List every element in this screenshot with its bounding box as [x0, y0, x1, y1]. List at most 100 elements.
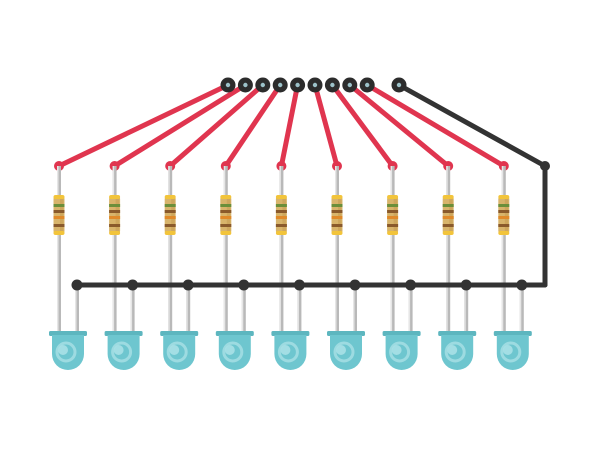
- signal-wire: [56, 82, 231, 169]
- junction-dot-icon: [293, 279, 305, 291]
- resistor-band: [387, 216, 399, 219]
- anode-lead: [279, 166, 284, 335]
- resistor-band: [331, 210, 343, 213]
- anode-lead: [501, 166, 506, 335]
- resistor-band: [53, 224, 65, 227]
- led-highlight: [113, 345, 124, 355]
- junction-dot-icon: [127, 279, 139, 291]
- led-highlight: [280, 345, 291, 355]
- resistor-band: [53, 216, 65, 219]
- led-reflection: [333, 341, 355, 363]
- resistor-band: [275, 210, 287, 213]
- anode-lead: [446, 166, 451, 335]
- anode-lead-highlight: [168, 166, 170, 335]
- led-icon: [327, 331, 365, 370]
- resistor-band: [498, 210, 510, 213]
- resistor-band: [387, 210, 399, 213]
- anode-lead-highlight: [57, 166, 59, 335]
- resistor-icon: [387, 195, 399, 235]
- junction-dot-icon: [238, 279, 250, 291]
- resistor-cap-top: [331, 195, 343, 199]
- junction-dot-icon: [405, 279, 417, 291]
- resistor-band: [164, 204, 176, 207]
- anode-lead-highlight: [335, 166, 337, 335]
- header-pin-dot: [312, 82, 318, 88]
- resistor-shade: [171, 197, 175, 233]
- led-reflection: [166, 341, 188, 363]
- junction-dot-icon: [71, 279, 83, 291]
- resistor-band: [442, 204, 454, 207]
- led-highlight: [391, 345, 402, 355]
- led-reflection: [444, 341, 466, 363]
- resistor-band: [164, 224, 176, 227]
- anode-lead-highlight: [446, 166, 448, 335]
- resistor-cap-bottom: [442, 231, 454, 235]
- led-rim: [104, 331, 143, 336]
- resistor-shade: [115, 197, 120, 233]
- resistor-band: [275, 204, 287, 207]
- resistor-shade: [282, 197, 286, 233]
- resistor-band: [498, 224, 510, 227]
- resistor-cap-bottom: [164, 231, 176, 235]
- header-pin-icon: [272, 77, 288, 93]
- header-pin-dot: [396, 82, 402, 88]
- resistor-band: [53, 204, 65, 207]
- header-pin-dot: [295, 82, 300, 88]
- wires-layer: [54, 82, 550, 288]
- cathode-lead-highlight: [186, 285, 188, 335]
- ground-bus-layer: [71, 279, 548, 291]
- resistor-band: [220, 204, 232, 207]
- signal-wire: [312, 82, 340, 169]
- resistor-band: [109, 224, 121, 227]
- junction-dot-icon: [516, 279, 528, 291]
- cathode-lead-highlight: [464, 285, 466, 335]
- header-pin-dot: [278, 82, 283, 88]
- resistor-icon: [53, 195, 65, 235]
- resistor-band: [109, 204, 121, 207]
- cathode-lead: [186, 285, 191, 335]
- signal-wire: [364, 82, 507, 169]
- resistor-cap-bottom: [53, 231, 65, 235]
- junction-dot-icon: [349, 279, 361, 291]
- resistor-band: [331, 204, 343, 207]
- signal-wire: [329, 82, 396, 169]
- resistor-band: [498, 204, 510, 207]
- led-icon: [382, 331, 421, 370]
- resistor-icon: [275, 195, 287, 235]
- resistor-cap-bottom: [220, 231, 232, 235]
- resistor-shade: [449, 197, 453, 233]
- header-pin-dot: [260, 82, 265, 88]
- resistor-cap-bottom: [331, 231, 343, 235]
- resistor-band: [442, 216, 454, 219]
- led-highlight: [169, 345, 180, 355]
- led-highlight: [336, 345, 346, 355]
- junction-dot-icon: [540, 161, 550, 171]
- led-rim: [382, 331, 421, 336]
- anode-lead-highlight: [223, 166, 226, 335]
- resistor-band: [220, 224, 232, 227]
- leds-layer: [49, 331, 532, 370]
- resistor-cap-top: [387, 195, 399, 199]
- signal-wire: [112, 82, 248, 169]
- junction-dot-icon: [182, 279, 194, 291]
- led-reflection: [55, 341, 77, 363]
- header-pin-icon: [290, 77, 306, 93]
- header-pin-dot: [225, 82, 231, 88]
- resistor-band: [220, 210, 232, 213]
- cathode-lead-highlight: [297, 285, 299, 335]
- led-icon: [49, 331, 87, 370]
- resistor-cap-bottom: [498, 231, 510, 235]
- resistor-cap-top: [53, 195, 65, 199]
- signal-wire: [223, 82, 283, 169]
- header-pin-icon: [220, 77, 236, 93]
- led-icon: [271, 331, 310, 370]
- resistor-cap-top: [109, 195, 121, 199]
- led-rim: [49, 331, 87, 336]
- resistor-band: [275, 224, 287, 227]
- resistor-band: [164, 216, 176, 219]
- resistor-band: [387, 224, 399, 227]
- cathode-lead: [408, 285, 413, 335]
- led-highlight: [224, 345, 235, 355]
- header-pin-icon: [342, 77, 358, 93]
